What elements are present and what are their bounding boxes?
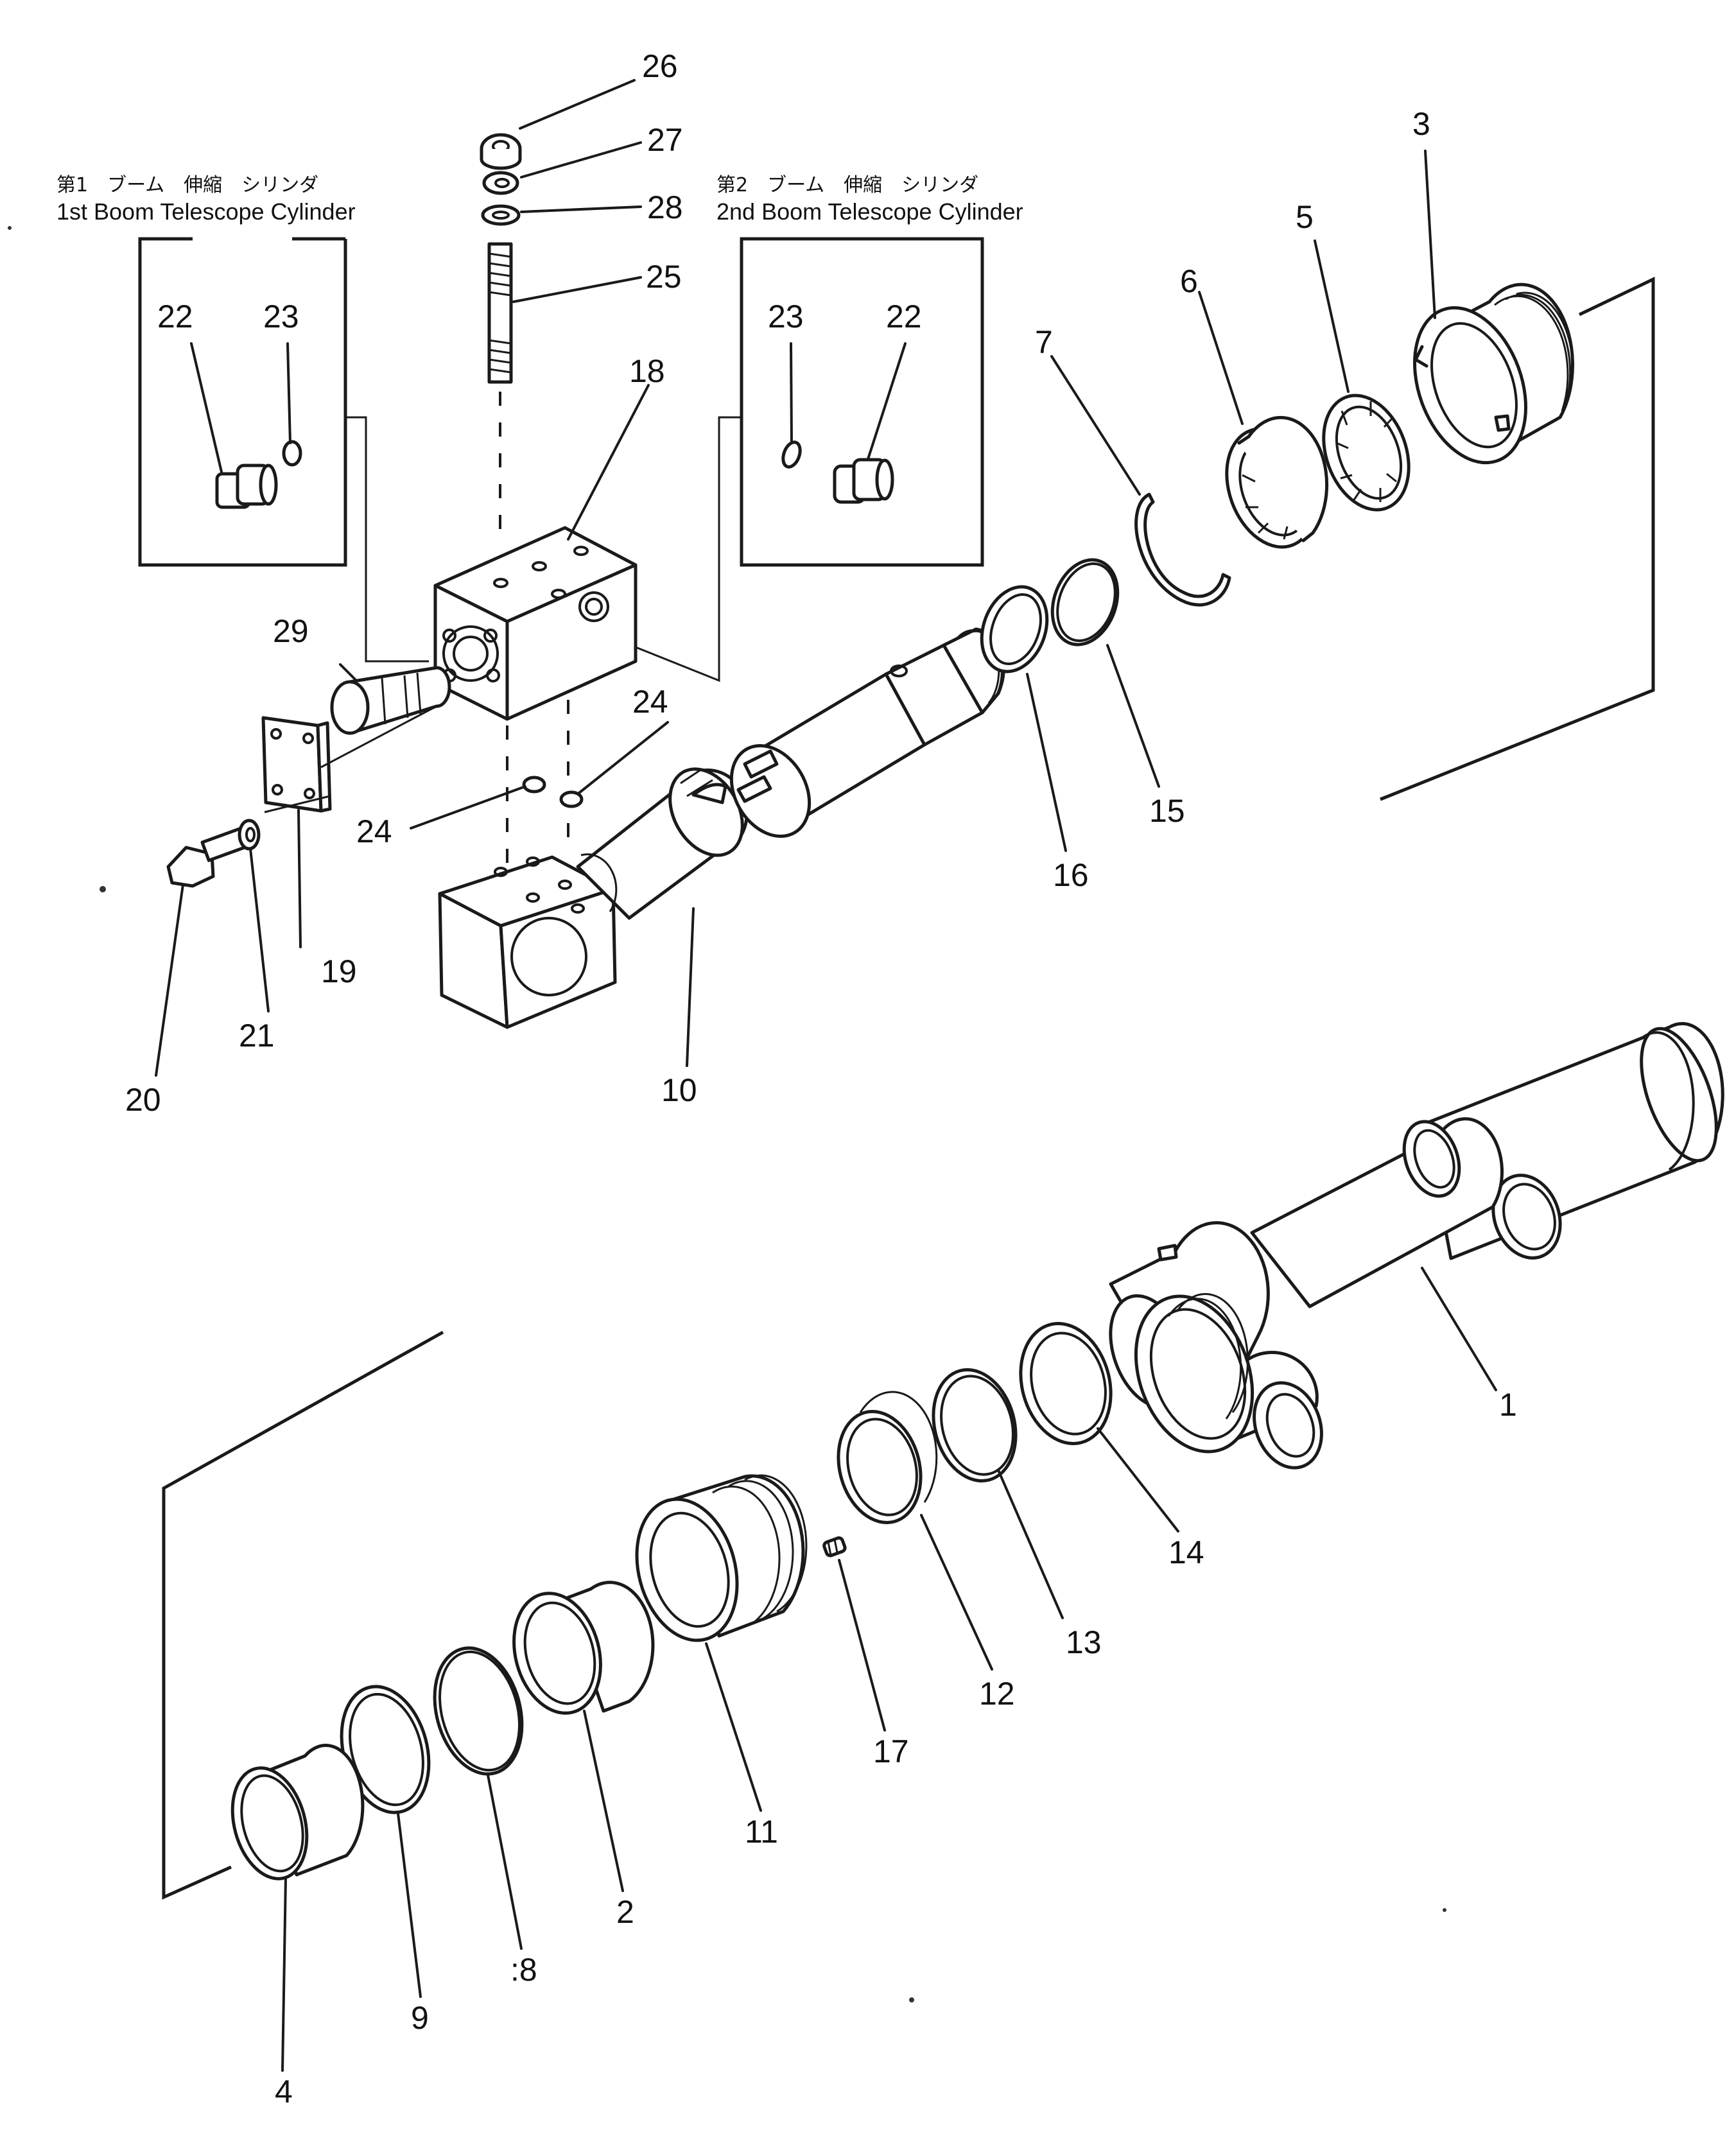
bearing-6 bbox=[1225, 415, 1329, 549]
leader-lines bbox=[155, 79, 1497, 2072]
plug-bolt-22-right bbox=[833, 458, 894, 504]
detail-frame-2nd-cylinder: 第2 ブーム 伸縮 シリンダ 2nd Boom Telescope Cylind… bbox=[716, 174, 1023, 567]
callout-27: 27 bbox=[647, 122, 683, 158]
callout-3: 3 bbox=[1412, 106, 1430, 142]
stud-25 bbox=[487, 242, 513, 384]
plug-bolt-22-left bbox=[215, 464, 278, 509]
callout-16: 16 bbox=[1053, 857, 1089, 893]
o-ring-24-right bbox=[559, 790, 584, 808]
snap-ring-7 bbox=[1134, 492, 1231, 607]
callout-24-right: 24 bbox=[632, 684, 668, 720]
bolt-20 bbox=[166, 827, 248, 888]
callout-20: 20 bbox=[125, 1082, 161, 1118]
cover-plate-19 bbox=[261, 716, 332, 813]
callout-24-left: 24 bbox=[356, 813, 392, 849]
callout-7: 7 bbox=[1035, 324, 1053, 360]
callout-22-right: 22 bbox=[886, 299, 922, 334]
washer-28 bbox=[481, 204, 521, 226]
callout-18: 18 bbox=[629, 353, 665, 389]
valve-plug-29 bbox=[330, 666, 451, 735]
caption-2nd-en: 2nd Boom Telescope Cylinder bbox=[716, 198, 1023, 225]
piston-11 bbox=[635, 1474, 808, 1642]
callout-12: 12 bbox=[979, 1676, 1015, 1712]
callout-19: 19 bbox=[321, 953, 357, 989]
o-ring-23-left bbox=[282, 440, 302, 467]
ring-12 bbox=[837, 1391, 938, 1525]
washer-21 bbox=[238, 819, 261, 851]
backup-ring-16 bbox=[980, 585, 1049, 673]
caption-2nd-jp: 第2 ブーム 伸縮 シリンダ bbox=[716, 174, 978, 196]
callout-28: 28 bbox=[647, 189, 683, 225]
cylinder-tube-1 bbox=[1109, 1021, 1724, 1470]
callout-5: 5 bbox=[1296, 199, 1314, 235]
callout-23-left: 23 bbox=[263, 299, 299, 334]
cylinder-head-body-10 bbox=[438, 767, 749, 1029]
o-ring-15 bbox=[1050, 558, 1120, 647]
retainer-5 bbox=[1322, 394, 1410, 512]
callout-9: 9 bbox=[411, 2000, 429, 2036]
callout-11: 11 bbox=[745, 1814, 778, 1850]
scan-specks bbox=[8, 226, 1446, 2002]
bushing-2 bbox=[512, 1581, 655, 1715]
ring-14 bbox=[1019, 1322, 1113, 1445]
callout-numbers: 26 27 28 25 18 22 23 23 22 7 6 5 3 24 24… bbox=[125, 48, 1517, 2110]
valve-block-18 bbox=[433, 526, 638, 721]
set-screw-17 bbox=[822, 1536, 847, 1558]
caption-1st-en: 1st Boom Telescope Cylinder bbox=[56, 198, 356, 225]
callout-13: 13 bbox=[1066, 1624, 1102, 1660]
callout-6: 6 bbox=[1180, 263, 1198, 299]
callout-8: :8 bbox=[510, 1952, 537, 1988]
callout-17: 17 bbox=[873, 1733, 909, 1769]
caption-1st-jp: 第1 ブーム 伸縮 シリンダ bbox=[56, 174, 318, 196]
callout-15: 15 bbox=[1149, 793, 1185, 829]
gland-nut-3 bbox=[1413, 282, 1575, 465]
callout-26: 26 bbox=[642, 48, 678, 84]
callout-10: 10 bbox=[661, 1072, 697, 1108]
nut-26 bbox=[480, 133, 522, 170]
callout-21: 21 bbox=[239, 1018, 275, 1054]
ring-13 bbox=[932, 1368, 1018, 1483]
callout-29: 29 bbox=[273, 613, 309, 649]
callout-25: 25 bbox=[646, 259, 682, 295]
backup-ring-9 bbox=[340, 1685, 431, 1814]
spring-washer-27 bbox=[482, 171, 519, 195]
piston-head-assembly bbox=[691, 627, 1005, 838]
callout-14: 14 bbox=[1168, 1534, 1204, 1570]
bushing-4 bbox=[230, 1744, 365, 1880]
callout-23-right: 23 bbox=[768, 299, 804, 334]
callout-2: 2 bbox=[616, 1894, 634, 1930]
o-ring-8 bbox=[433, 1646, 524, 1776]
callout-1: 1 bbox=[1499, 1387, 1517, 1423]
o-ring-24-left bbox=[522, 776, 546, 794]
o-ring-23-right bbox=[781, 440, 802, 469]
detail-frame-1st-cylinder: 第1 ブーム 伸縮 シリンダ 1st Boom Telescope Cylind… bbox=[56, 174, 356, 567]
callout-4: 4 bbox=[275, 2074, 293, 2110]
callout-22-left: 22 bbox=[157, 299, 193, 334]
